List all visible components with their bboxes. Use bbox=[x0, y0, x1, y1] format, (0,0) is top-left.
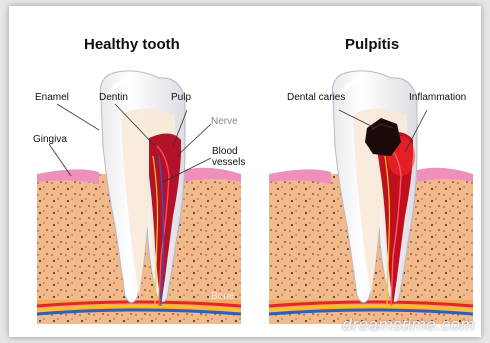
dental-caries-label: Dental caries bbox=[287, 92, 345, 103]
gingiva-label: Gingiva bbox=[33, 134, 67, 145]
pulpitis-title: Pulpitis bbox=[345, 36, 399, 53]
healthy-tooth-panel bbox=[37, 71, 241, 324]
inflammation-label: Inflammation bbox=[409, 92, 466, 103]
watermark: dreamstime.com bbox=[342, 315, 475, 335]
blood-vessels-label-line2: vessels bbox=[212, 157, 245, 168]
pulpitis-panel bbox=[269, 71, 473, 324]
tooth-illustration bbox=[9, 6, 481, 337]
pulp-label: Pulp bbox=[171, 92, 191, 103]
healthy-tooth-title: Healthy tooth bbox=[84, 36, 180, 53]
bone-label: Bone bbox=[211, 291, 234, 302]
enamel-label: Enamel bbox=[35, 92, 69, 103]
blood-vessels-label-line1: Blood bbox=[212, 146, 238, 157]
dentin-label: Dentin bbox=[99, 92, 128, 103]
diagram-frame: Healthy tooth Pulpitis Enamel Dentin Pul… bbox=[9, 6, 481, 337]
nerve-label: Nerve bbox=[211, 116, 238, 127]
